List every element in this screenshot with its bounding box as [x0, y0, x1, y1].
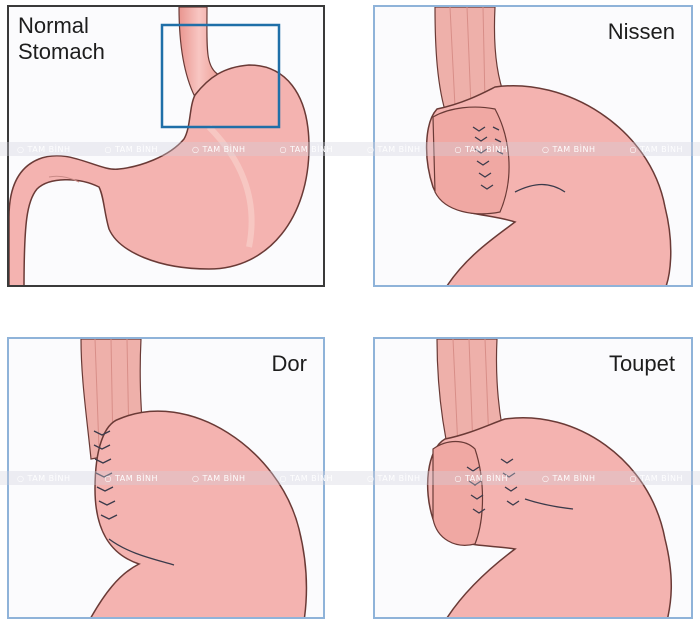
panel-normal-stomach: Normal Stomach [7, 5, 325, 287]
panel-dor: Dor [7, 337, 325, 619]
panel-label: Dor [271, 351, 307, 376]
watermark-text: ○ TAM BÌNH [16, 473, 71, 483]
suture-marks [466, 458, 574, 514]
watermark-text: ○ TAM BÌNH [629, 473, 684, 483]
watermark-text: ○ TAM BÌNH [191, 473, 246, 483]
panel-toupet: Toupet [373, 337, 693, 619]
watermark-text: ○ TAM BÌNH [104, 473, 159, 483]
highlight-box [160, 23, 281, 129]
suture-marks [472, 126, 566, 193]
watermark-band-bottom: ○ TAM BÌNH ○ TAM BÌNH ○ TAM BÌNH ○ TAM BÌNH… [0, 471, 700, 485]
watermark-text: ○ TAM BÌNH [629, 144, 684, 154]
normal-stomach-illustration [9, 7, 310, 285]
nissen-illustration [425, 7, 672, 285]
panel-label: Toupet [608, 351, 675, 376]
dor-illustration [80, 339, 308, 617]
watermark-text: ○ TAM BÌNH [541, 144, 596, 154]
watermark-text: ○ TAM BÌNH [366, 144, 421, 154]
watermark-text: ○ TAM BÌNH [279, 144, 334, 154]
panel-label: Normal Stomach [18, 13, 105, 64]
panel-label: Nissen [607, 19, 675, 44]
watermark-text: ○ TAM BÌNH [454, 144, 509, 154]
watermark-text: ○ TAM BÌNH [16, 144, 71, 154]
watermark-text: ○ TAM BÌNH [104, 144, 159, 154]
watermark-text: ○ TAM BÌNH [366, 473, 421, 483]
suture-marks [93, 430, 175, 566]
watermark-text: ○ TAM BÌNH [191, 144, 246, 154]
watermark-band-top: ○ TAM BÌNH ○ TAM BÌNH ○ TAM BÌNH ○ TAM BÌNH… [0, 142, 700, 156]
panel-nissen: Nissen [373, 5, 693, 287]
watermark-text: ○ TAM BÌNH [454, 473, 509, 483]
watermark-text: ○ TAM BÌNH [279, 473, 334, 483]
watermark-text: ○ TAM BÌNH [541, 473, 596, 483]
toupet-illustration [426, 339, 672, 617]
